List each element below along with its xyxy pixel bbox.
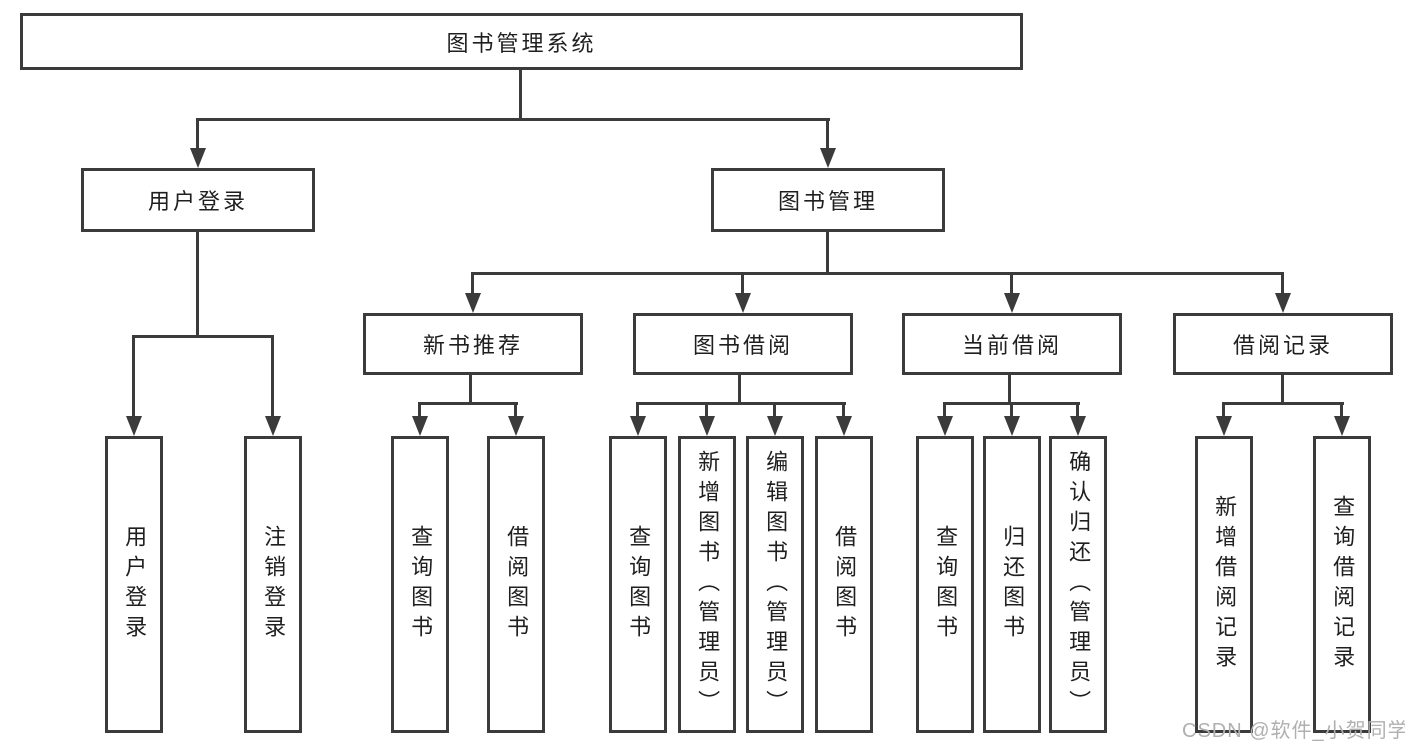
leaf-edit-book-admin: 编辑图书（管理员） [746, 436, 804, 733]
node-label: 当前借阅 [961, 333, 1062, 358]
leaf-add-borrow-record: 新增借阅记录 [1195, 436, 1253, 733]
connector-line [636, 404, 639, 417]
node-label: 查询图书 [408, 524, 434, 645]
connector-line [1010, 404, 1013, 417]
arrowhead-down-icon [699, 416, 715, 436]
connector-line [1222, 402, 1344, 405]
leaf-borrow-books-borrowing: 借阅图书 [815, 436, 873, 733]
connector-line [196, 118, 830, 121]
leaf-confirm-return-admin: 确认归还（管理员） [1049, 436, 1107, 733]
connector-line [773, 404, 776, 417]
connector-line [196, 232, 199, 338]
node-label: 借阅图书 [504, 524, 530, 645]
connector-line [826, 120, 829, 149]
arrowhead-down-icon [1004, 416, 1020, 436]
connector-line [514, 404, 517, 417]
arrowhead-down-icon [190, 148, 206, 168]
leaf-borrow-books-recommend: 借阅图书 [487, 436, 545, 733]
connector-line [271, 337, 274, 416]
node-label: 归还图书 [1000, 524, 1026, 645]
arrowhead-down-icon [1275, 293, 1291, 313]
node-label: 图书管理系统 [446, 30, 597, 56]
node-label: 注销登录 [261, 524, 287, 645]
arrowhead-down-icon [735, 293, 751, 313]
node-book-management: 图书管理 [711, 168, 945, 232]
node-label: 图书借阅 [692, 333, 793, 358]
connector-line [636, 402, 846, 405]
connector-line [943, 402, 1080, 405]
leaf-logout: 注销登录 [244, 436, 302, 733]
connector-line [519, 70, 522, 120]
connector-line [826, 232, 829, 275]
node-label: 新增图书（管理员） [695, 449, 721, 720]
arrowhead-down-icon [1334, 416, 1350, 436]
arrowhead-down-icon [937, 416, 953, 436]
connector-line [469, 375, 472, 404]
node-borrowing-records: 借阅记录 [1173, 313, 1393, 375]
csdn-watermark: CSDN @软件_小贺同学 [1182, 720, 1405, 742]
connector-line [471, 274, 474, 294]
connector-line [1008, 375, 1011, 404]
leaf-user-login: 用户登录 [105, 436, 163, 733]
node-new-book-recommend: 新书推荐 [363, 313, 583, 375]
connector-line [705, 404, 708, 417]
connector-line [132, 337, 135, 416]
node-label: 借阅图书 [832, 524, 858, 645]
connector-line [1281, 375, 1284, 404]
connector-line [196, 120, 199, 149]
connector-line [1010, 274, 1013, 294]
connector-line [741, 274, 744, 294]
connector-line [471, 272, 1284, 275]
connector-line [738, 375, 741, 404]
node-label: 借阅记录 [1232, 333, 1333, 358]
arrowhead-down-icon [1004, 293, 1020, 313]
leaf-add-book-admin: 新增图书（管理员） [678, 436, 736, 733]
node-user-login: 用户登录 [81, 168, 315, 232]
arrowhead-down-icon [1216, 416, 1232, 436]
connector-line [418, 404, 421, 417]
node-label: 查询借阅记录 [1330, 494, 1356, 675]
connector-line [132, 335, 274, 338]
arrowhead-down-icon [126, 416, 142, 436]
connector-line [1281, 274, 1284, 294]
connector-line [1076, 404, 1079, 417]
node-label: 查询图书 [626, 524, 652, 645]
leaf-query-borrow-record: 查询借阅记录 [1313, 436, 1371, 733]
node-label: 确认归还（管理员） [1066, 449, 1092, 720]
node-label: 查询图书 [933, 524, 959, 645]
leaf-query-books-borrowing: 查询图书 [609, 436, 667, 733]
node-library-management-system: 图书管理系统 [20, 13, 1023, 70]
node-label: 编辑图书（管理员） [763, 449, 789, 720]
leaf-return-book: 归还图书 [983, 436, 1041, 733]
arrowhead-down-icon [412, 416, 428, 436]
arrowhead-down-icon [630, 416, 646, 436]
connector-line [842, 404, 845, 417]
node-current-borrowing: 当前借阅 [902, 313, 1122, 375]
arrowhead-down-icon [836, 416, 852, 436]
arrowhead-down-icon [265, 416, 281, 436]
node-label: 新书推荐 [422, 333, 523, 358]
node-label: 图书管理 [777, 189, 878, 214]
arrowhead-down-icon [820, 148, 836, 168]
node-label: 用户登录 [147, 189, 248, 214]
connector-line [1340, 404, 1343, 417]
node-label: 用户登录 [122, 524, 148, 645]
arrowhead-down-icon [508, 416, 524, 436]
arrowhead-down-icon [767, 416, 783, 436]
connector-line [943, 404, 946, 417]
arrowhead-down-icon [1070, 416, 1086, 436]
connector-line [418, 402, 518, 405]
connector-line [1222, 404, 1225, 417]
arrowhead-down-icon [465, 293, 481, 313]
node-label: 新增借阅记录 [1212, 494, 1238, 675]
leaf-query-books-current: 查询图书 [916, 436, 974, 733]
leaf-query-books-recommend: 查询图书 [391, 436, 449, 733]
node-book-borrowing: 图书借阅 [633, 313, 853, 375]
